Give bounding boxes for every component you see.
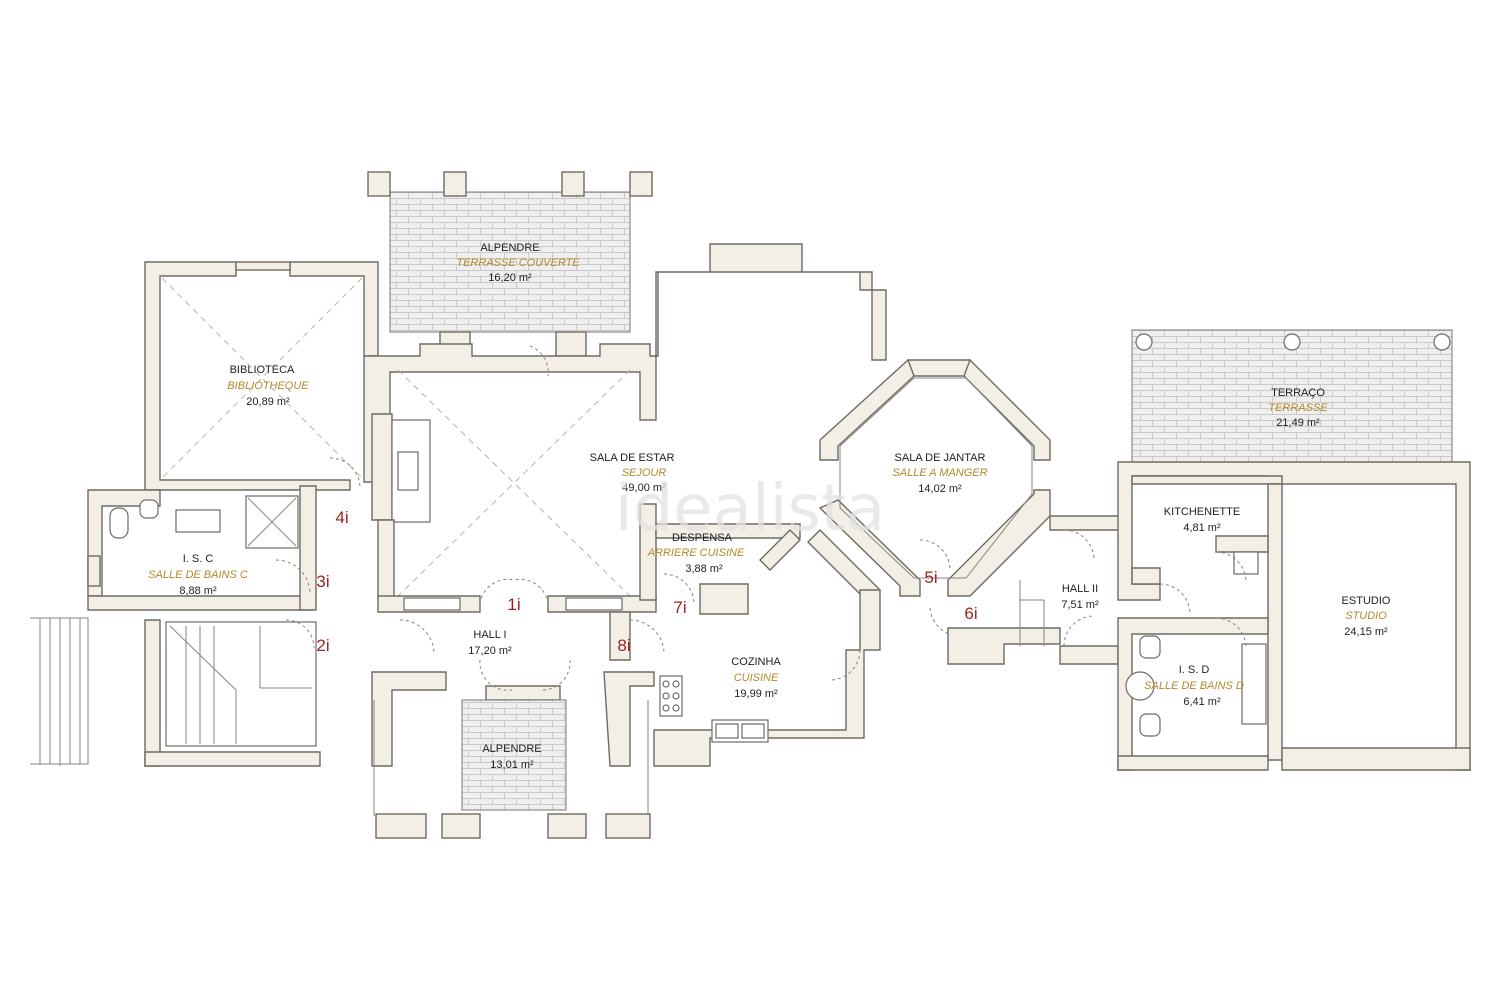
- room-name-fr: TERRASSE COUVERTE: [456, 257, 580, 269]
- room-area: 24,15 m²: [1344, 626, 1388, 638]
- terrace-covered-bottom: [373, 699, 651, 839]
- room-area: 4,81 m²: [1183, 522, 1221, 534]
- room-label-sala-estar: SALA DE ESTAR SEJOUR 49,00 m²: [590, 452, 675, 494]
- room-name-fr: SALLE DE BAINS D: [1144, 680, 1244, 692]
- room-label-biblioteca: BIBLIOTECA BIBLIOTHEQUE 20,89 m²: [227, 364, 309, 408]
- room-name: HALL II: [1062, 583, 1098, 595]
- room-name: HALL I: [473, 629, 506, 641]
- marker-8i: 8i: [617, 636, 630, 655]
- room-area: 7,51 m²: [1061, 599, 1099, 611]
- room-area: 8,88 m²: [179, 585, 217, 597]
- room-label-alpendre-top: ALPENDRE TERRASSE COUVERTE 16,20 m²: [456, 242, 580, 284]
- left-wing: [30, 261, 379, 767]
- room-label-terraco: TERRAÇO TERRASSE 21,49 m²: [1268, 387, 1328, 429]
- room-name-fr: BIBLIOTHEQUE: [227, 380, 309, 392]
- marker-5i: 5i: [924, 568, 937, 587]
- dining-wing: [818, 289, 1061, 665]
- room-name-fr: SEJOUR: [622, 467, 667, 479]
- room-label-kitchenette: KITCHENETTE 4,81 m²: [1164, 506, 1240, 534]
- marker-3i: 3i: [316, 572, 329, 591]
- marker-7i: 7i: [673, 598, 686, 617]
- room-label-alpendre-bottom: ALPENDRE 13,01 m²: [482, 743, 541, 771]
- marker-2i: 2i: [316, 636, 329, 655]
- hall-ii: [1019, 515, 1121, 665]
- room-name: I. S. D: [1179, 664, 1210, 676]
- room-name-fr: SALLE A MANGER: [892, 467, 987, 479]
- room-area: 14,02 m²: [918, 483, 962, 495]
- room-name: SALA DE ESTAR: [590, 452, 675, 464]
- room-name: TERRAÇO: [1271, 387, 1325, 399]
- room-label-hall2: HALL II 7,51 m²: [1061, 583, 1099, 611]
- room-name-fr: ARRIERE CUISINE: [647, 547, 745, 559]
- room-area: 19,99 m²: [734, 688, 778, 700]
- terrace-covered-top: [367, 171, 653, 357]
- room-name-fr: CUISINE: [734, 672, 779, 684]
- watermark-logo: idealista: [615, 472, 885, 546]
- room-name-fr: SALLE DE BAINS C: [148, 569, 248, 581]
- room-area: 6,41 m²: [1183, 696, 1221, 708]
- markers: 1i 2i 3i 4i 5i 6i 7i 8i: [316, 508, 977, 655]
- marker-4i: 4i: [335, 508, 348, 527]
- room-label-sala-jantar: SALA DE JANTAR SALLE A MANGER 14,02 m²: [892, 452, 987, 495]
- room-label-hall1: HALL I 17,20 m²: [468, 629, 512, 657]
- room-label-estudio: ESTUDIO STUDIO 24,15 m²: [1342, 595, 1391, 638]
- room-name: BIBLIOTECA: [230, 364, 295, 376]
- room-name: ESTUDIO: [1342, 595, 1391, 607]
- room-area: 13,01 m²: [490, 759, 534, 771]
- room-name: KITCHENETTE: [1164, 506, 1240, 518]
- room-name: SALA DE JANTAR: [895, 452, 986, 464]
- room-name: ALPENDRE: [480, 242, 539, 254]
- marker-1i: 1i: [507, 595, 520, 614]
- marker-6i: 6i: [964, 604, 977, 623]
- room-area: 20,89 m²: [246, 396, 290, 408]
- room-label-isc: I. S. C SALLE DE BAINS C 8,88 m²: [148, 553, 248, 597]
- room-area: 21,49 m²: [1276, 417, 1320, 429]
- room-name-fr: STUDIO: [1345, 610, 1387, 622]
- room-area: 49,00 m²: [622, 482, 666, 494]
- center-wing: [363, 243, 873, 767]
- right-wing: [1117, 329, 1471, 771]
- room-name: DESPENSA: [672, 532, 733, 544]
- room-label-despensa: DESPENSA ARRIERE CUISINE 3,88 m²: [647, 532, 745, 575]
- room-area: 16,20 m²: [488, 272, 532, 284]
- room-name: COZINHA: [731, 656, 781, 668]
- room-name: ALPENDRE: [482, 743, 541, 755]
- room-name: I. S. C: [183, 553, 214, 565]
- room-name-fr: TERRASSE: [1268, 402, 1328, 414]
- kitchen-wing: [639, 503, 881, 767]
- room-label-cozinha: COZINHA CUISINE 19,99 m²: [731, 656, 781, 700]
- room-label-isd: I. S. D SALLE DE BAINS D 6,41 m²: [1144, 664, 1244, 708]
- room-area: 17,20 m²: [468, 645, 512, 657]
- room-area: 3,88 m²: [685, 563, 723, 575]
